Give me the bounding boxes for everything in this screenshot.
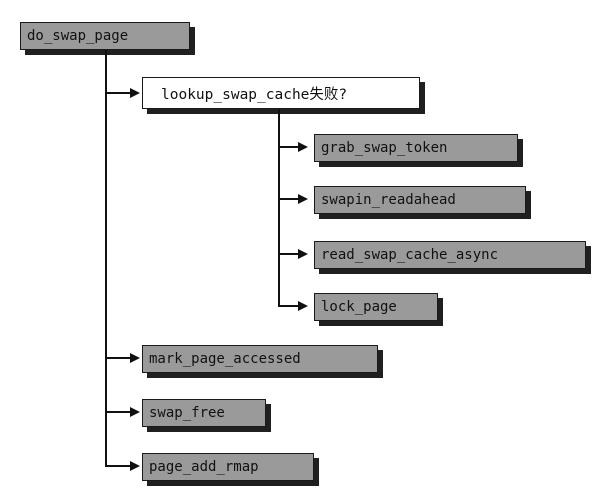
connector-read-swap-cache-async [278, 253, 298, 255]
trunk-line-sub [278, 109, 280, 306]
arrow-to-swapin-readahead [298, 194, 308, 204]
node-swap-free: swap_free [142, 399, 266, 427]
node-label: swap_free [149, 405, 225, 421]
node-read-swap-cache-async: read_swap_cache_async [314, 241, 586, 269]
arrow-to-grab-swap-token [298, 142, 308, 152]
connector-mark-page-accessed [105, 357, 130, 359]
connector-decision [105, 92, 130, 94]
arrow-to-lock-page [298, 301, 308, 311]
node-mark-page-accessed: mark_page_accessed [142, 345, 378, 373]
arrow-to-swap-free [130, 407, 140, 417]
node-label: page_add_rmap [149, 459, 259, 475]
connector-swapin-readahead [278, 198, 298, 200]
connector-grab-swap-token [278, 146, 298, 148]
node-label: lookup_swap_cache失败? [161, 86, 348, 103]
node-label: read_swap_cache_async [321, 247, 499, 263]
node-do-swap-page: do_swap_page [20, 22, 190, 50]
node-label: do_swap_page [27, 28, 129, 44]
arrow-to-page-add-rmap [130, 461, 140, 471]
node-page-add-rmap: page_add_rmap [142, 453, 314, 481]
connector-lock-page [278, 305, 298, 307]
node-label: lock_page [321, 299, 397, 315]
node-label: swapin_readahead [321, 192, 456, 208]
arrow-to-read-swap-cache-async [298, 249, 308, 259]
node-lookup-swap-cache: lookup_swap_cache失败? [142, 77, 420, 109]
node-lock-page: lock_page [314, 293, 438, 321]
node-label: mark_page_accessed [149, 351, 301, 367]
connector-page-add-rmap [105, 465, 130, 467]
arrow-to-mark-page-accessed [130, 353, 140, 363]
arrow-to-decision [130, 88, 140, 98]
node-swapin-readahead: swapin_readahead [314, 186, 526, 214]
node-grab-swap-token: grab_swap_token [314, 134, 518, 162]
trunk-line-main [105, 50, 107, 467]
node-label: grab_swap_token [321, 140, 448, 156]
connector-swap-free [105, 411, 130, 413]
